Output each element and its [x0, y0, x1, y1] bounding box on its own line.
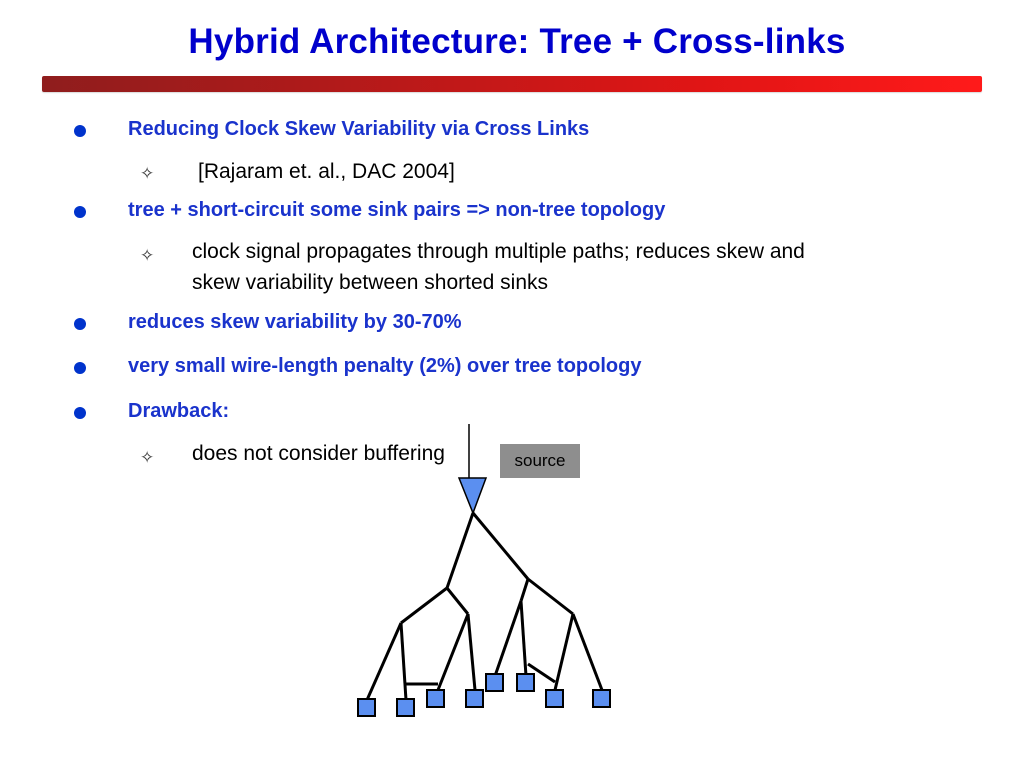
- bullet-dot: [74, 318, 86, 330]
- source-label: source: [500, 444, 580, 478]
- sub-bullet-icon: ✧: [140, 246, 155, 265]
- bullet-dot: [74, 125, 86, 137]
- sink-square: [516, 673, 535, 692]
- wire: [493, 600, 523, 677]
- bullet-text-4: very small wire-length penalty (2%) over…: [128, 355, 642, 377]
- bullet-dot: [74, 407, 86, 419]
- sub-bullet-icon: ✧: [140, 448, 155, 467]
- bullet-dot: [74, 362, 86, 374]
- wire: [445, 587, 470, 615]
- sub-bullet-text-2a: clock signal propagates through multiple…: [192, 240, 805, 263]
- wire: [399, 622, 408, 701]
- wire: [400, 586, 448, 625]
- wire: [471, 512, 530, 580]
- sub-bullet-text-2b: skew variability between shorted sinks: [192, 271, 548, 294]
- sinks: [357, 673, 611, 717]
- bullet-text-5: Drawback:: [128, 400, 230, 422]
- sink-square: [357, 698, 376, 717]
- wire: [553, 613, 575, 691]
- bullet-text-3: reduces skew variability by 30-70%: [128, 311, 462, 333]
- wire: [519, 600, 528, 677]
- sink-square: [545, 689, 564, 708]
- sub-bullet-icon: ✧: [140, 164, 155, 183]
- wire: [365, 622, 403, 701]
- wire: [445, 512, 475, 589]
- cross-links: [406, 662, 556, 686]
- sink-square: [592, 689, 611, 708]
- bullet-text-1: Reducing Clock Skew Variability via Cros…: [128, 118, 590, 140]
- wire: [571, 613, 604, 691]
- tree-wires: [365, 424, 604, 701]
- wire: [436, 613, 470, 691]
- bullet-text-2: tree + short-circuit some sink pairs => …: [128, 199, 666, 221]
- title-accent-bar: [42, 76, 982, 92]
- buffer-triangle-icon: [457, 477, 488, 516]
- sink-square: [465, 689, 484, 708]
- sub-bullet-text-1: [Rajaram et. al., DAC 2004]: [198, 160, 455, 183]
- sink-square: [426, 689, 445, 708]
- cross-link: [527, 662, 556, 684]
- bullet-dot: [74, 206, 86, 218]
- sink-square: [396, 698, 415, 717]
- wire: [519, 578, 530, 602]
- wire: [466, 613, 477, 691]
- wire: [527, 577, 574, 616]
- sub-bullet-text-5: does not consider buffering: [192, 442, 445, 465]
- sink-square: [485, 673, 504, 692]
- slide-title: Hybrid Architecture: Tree + Cross-links: [188, 22, 846, 61]
